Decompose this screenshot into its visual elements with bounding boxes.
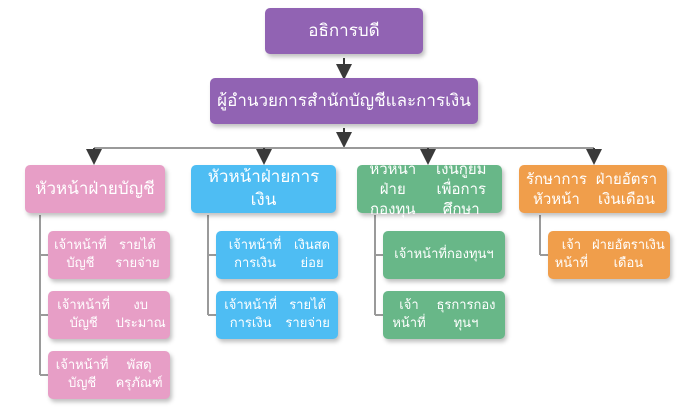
staff-finance-2-line-2: รายได้รายจ่าย	[285, 298, 330, 331]
finance-director-box: ผู้อำนวยการสำนักบัญชีและการเงิน	[210, 78, 478, 124]
staff-accounting-3-line-1: เจ้าหน้าที่บัญชี	[55, 358, 109, 391]
staff-salary-1-line-1: เจ้าหน้าที่	[554, 238, 589, 271]
staff-fund-2-line-2: ธุรการกองทุนฯ	[436, 298, 496, 331]
director-box: อธิการบดี	[265, 8, 423, 54]
head-salary-box: รักษาการหัวหน้า ฝ่ายอัตราเงินเดือน	[519, 165, 667, 213]
staff-accounting-1-line-1: เจ้าหน้าที่บัญชี	[54, 238, 107, 271]
head-fund-label-line-2: เงินกู้ยืมเพื่อการศึกษา	[436, 159, 487, 219]
head-finance-box: หัวหน้าฝ่ายการเงิน	[191, 165, 336, 213]
staff-finance-2-line-1: เจ้าหน้าที่การเงิน	[224, 298, 277, 331]
staff-fund-2-box: เจ้าหน้าที่ ธุรการกองทุนฯ	[383, 291, 505, 339]
staff-fund-1-box: เจ้าหน้าที่ กองทุนฯ	[383, 231, 505, 279]
staff-accounting-2-box: เจ้าหน้าที่บัญชี งบประมาณ	[48, 291, 170, 339]
staff-finance-2-box: เจ้าหน้าที่การเงิน รายได้รายจ่าย	[216, 291, 338, 339]
head-salary-label-line-2: ฝ่ายอัตราเงินเดือน	[595, 169, 658, 208]
head-fund-label-line-1: หัวหน้าฝ่ายกองทุน	[369, 159, 417, 219]
head-salary-label-line-1: รักษาการหัวหน้า	[525, 169, 587, 208]
head-accounting-label: หัวหน้าฝ่ายบัญชี	[35, 178, 155, 199]
staff-fund-2-line-1: เจ้าหน้าที่	[392, 298, 426, 331]
staff-finance-1-box: เจ้าหน้าที่การเงิน เงินสดย่อย	[216, 231, 338, 279]
staff-accounting-3-line-2: พัสดุครุภัณฑ์	[115, 358, 163, 391]
staff-salary-1-box: เจ้าหน้าที่ ฝ่ายอัตราเงินเดือน	[548, 231, 670, 279]
staff-fund-1-line-2: กองทุนฯ	[446, 247, 494, 263]
staff-accounting-1-line-2: รายได้รายจ่าย	[115, 238, 160, 271]
staff-accounting-2-line-1: เจ้าหน้าที่บัญชี	[57, 298, 110, 331]
staff-fund-1-line-1: เจ้าหน้าที่	[394, 247, 447, 263]
head-finance-label: หัวหน้าฝ่ายการเงิน	[207, 167, 320, 210]
director-label: อธิการบดี	[308, 20, 380, 41]
finance-director-label: ผู้อำนวยการสำนักบัญชีและการเงิน	[217, 90, 471, 111]
head-accounting-box: หัวหน้าฝ่ายบัญชี	[25, 165, 165, 213]
head-fund-box: หัวหน้าฝ่ายกองทุน เงินกู้ยืมเพื่อการศึกษ…	[357, 160, 502, 218]
staff-finance-1-line-2: เงินสดย่อย	[294, 238, 331, 271]
staff-accounting-2-line-2: งบประมาณ	[115, 298, 166, 331]
staff-finance-1-line-1: เจ้าหน้าที่การเงิน	[228, 238, 282, 271]
staff-accounting-1-box: เจ้าหน้าที่บัญชี รายได้รายจ่าย	[48, 231, 170, 279]
staff-salary-1-line-2: ฝ่ายอัตราเงินเดือน	[592, 238, 665, 271]
staff-accounting-3-box: เจ้าหน้าที่บัญชี พัสดุครุภัณฑ์	[48, 351, 170, 399]
